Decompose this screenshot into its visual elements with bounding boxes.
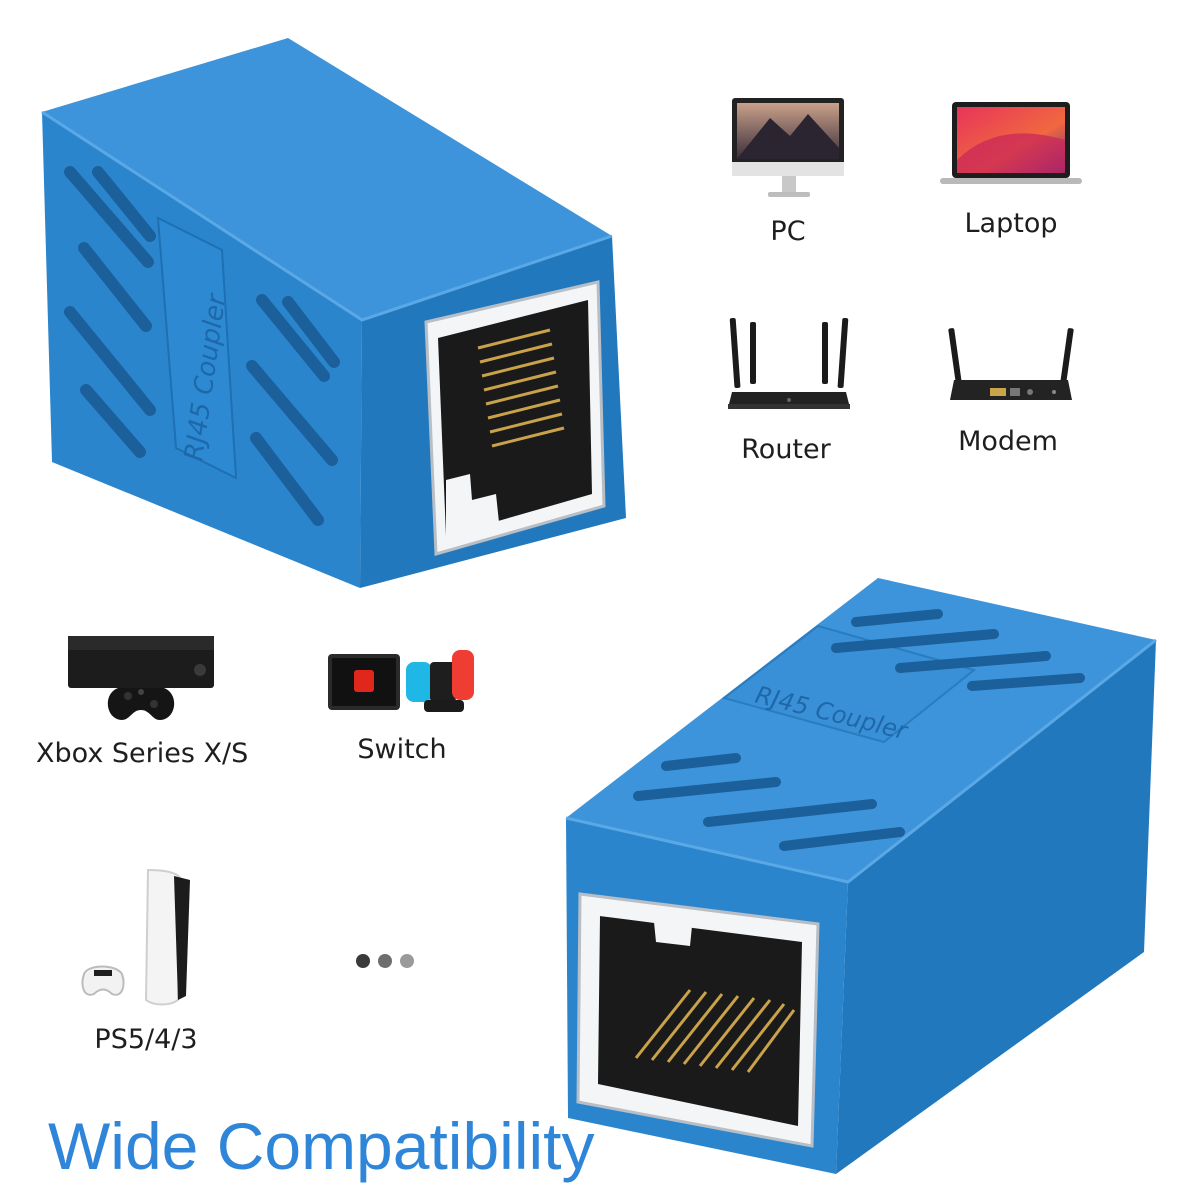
ps-label: PS5/4/3 bbox=[94, 1024, 198, 1055]
xbox-label: Xbox Series X/S bbox=[36, 738, 249, 769]
pc-icon bbox=[732, 98, 844, 197]
pc-label: PC bbox=[770, 216, 806, 247]
modem-label: Modem bbox=[958, 426, 1058, 457]
modem-icon bbox=[948, 328, 1074, 400]
coupler-bottom-image: RJ45 Coupler bbox=[565, 578, 1157, 1174]
switch-icon bbox=[328, 650, 474, 712]
coupler-top-image: RJ45 Coupler bbox=[41, 38, 626, 588]
laptop-icon bbox=[940, 102, 1082, 184]
pager-dot-1[interactable] bbox=[356, 954, 370, 968]
ps5-icon bbox=[81, 868, 190, 1006]
pager-dot-2[interactable] bbox=[378, 954, 392, 968]
headline: Wide Compatibility bbox=[48, 1109, 595, 1183]
router-icon bbox=[728, 318, 850, 409]
router-label: Router bbox=[741, 434, 831, 465]
pager-dot-3[interactable] bbox=[400, 954, 414, 968]
laptop-label: Laptop bbox=[964, 208, 1058, 239]
switch-label: Switch bbox=[357, 734, 447, 765]
xbox-icon bbox=[68, 636, 214, 720]
